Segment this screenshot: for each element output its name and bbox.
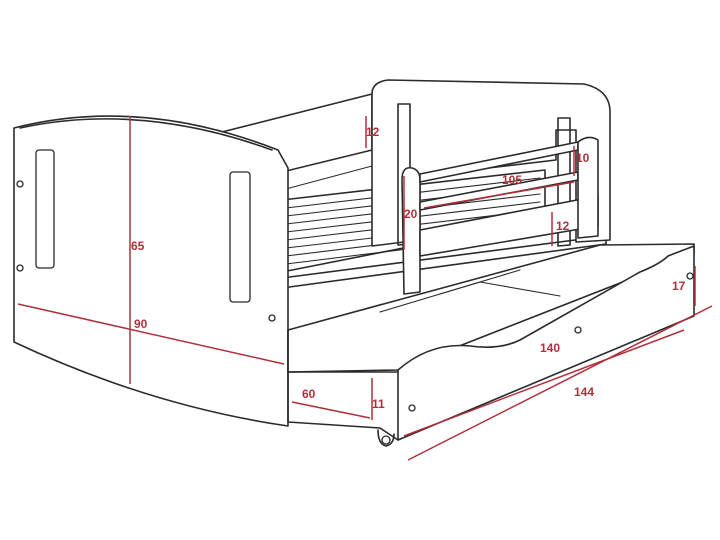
footboard-slot-right (229, 171, 251, 303)
label-guard-top-gap: 12 (366, 125, 380, 139)
dim-line-inner-length (403, 329, 685, 437)
dim-line-length (407, 305, 713, 461)
label-guard-rail-spacing: 10 (576, 151, 590, 165)
dim-line-guard-length (423, 181, 575, 209)
label-guard-post-offset: 20 (404, 207, 418, 221)
label-bed-width: 90 (134, 317, 148, 331)
label-drawer-front-height: 17 (672, 279, 686, 293)
drawer (287, 243, 695, 447)
label-drawer-length: 144 (574, 385, 594, 399)
label-guard-rail-length: 105 (502, 173, 522, 187)
label-headboard-height: 65 (131, 239, 145, 253)
dimension-labels: 65 90 60 11 140 144 17 105 20 12 10 12 (131, 125, 686, 411)
label-guard-lower-height: 12 (556, 219, 570, 233)
label-drawer-depth: 60 (302, 387, 316, 401)
guard-rail (401, 136, 599, 295)
dimension-lines (17, 116, 713, 461)
dim-line-depth (291, 401, 371, 419)
dim-line-width (17, 303, 285, 365)
footboard-slot-left (35, 149, 55, 269)
label-drawer-height: 11 (372, 397, 385, 411)
label-drawer-inner-length: 140 (540, 341, 560, 355)
footboard-left (13, 115, 289, 427)
